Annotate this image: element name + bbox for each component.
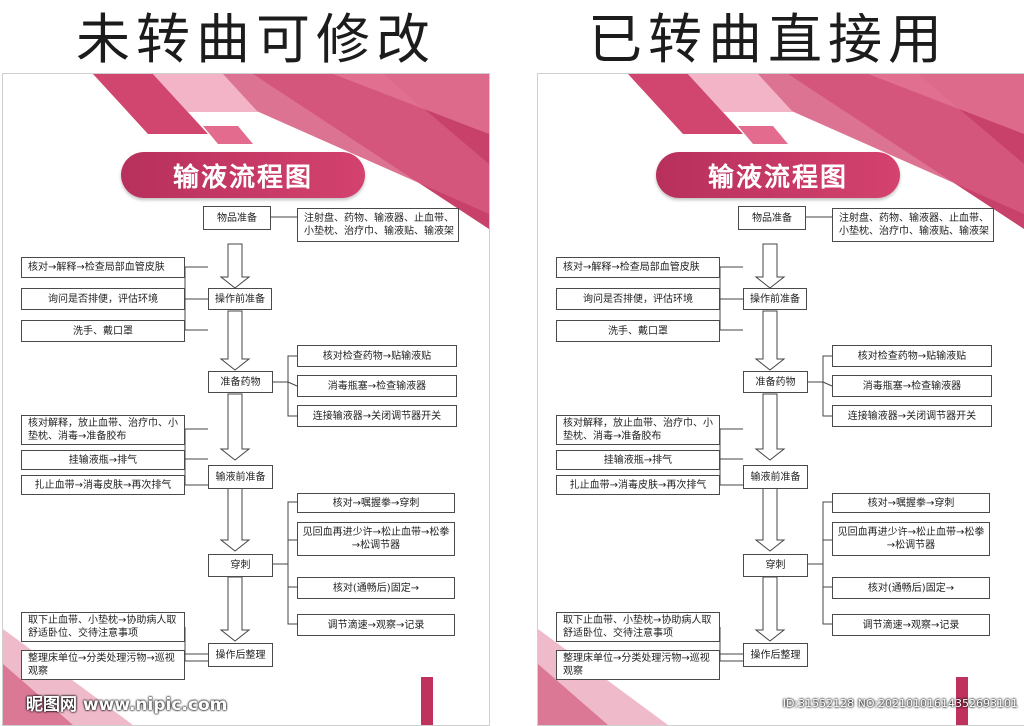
drug-detail-1: 核对检查药物→贴输液贴 (297, 345, 457, 367)
puncture-detail-2: 见回血再进少许→松止血带→松拳→松调节器 (832, 522, 990, 556)
pre-op-detail-2: 询问是否排便，评估环境 (21, 288, 185, 310)
post-detail-2: 整理床单位→分类处理污物→巡视观察 (556, 650, 720, 680)
pre-op-detail-2: 询问是否排便，评估环境 (556, 288, 720, 310)
pre-infusion-detail-1: 核对解释，放止血带、治疗巾、小垫枕、消毒→准备胶布 (21, 415, 185, 445)
decor-background (3, 74, 489, 725)
flow-connectors (719, 216, 833, 662)
drug-detail-2: 消毒瓶塞→检查输液器 (832, 375, 992, 397)
puncture-detail-1: 核对→嘱握拳→穿刺 (297, 493, 455, 513)
watermark-right: ID:31552128 NO:20210101614352693101 (782, 697, 1018, 710)
drug-detail-1: 核对检查药物→贴输液贴 (832, 345, 992, 367)
flowchart-title: 输液流程图 (656, 152, 900, 198)
pre-op-detail-1: 核对→解释→检查局部血管皮肤 (21, 257, 185, 278)
post-detail-2: 整理床单位→分类处理污物→巡视观察 (21, 650, 185, 680)
pre-infusion-detail-2: 挂输液瓶→排气 (21, 450, 185, 470)
flowchart-panel-right: 输液流程图 (537, 73, 1024, 726)
step-post: 操作后整理 (208, 643, 273, 667)
header-left: 未转曲可修改 (76, 7, 436, 71)
step-item-prep: 物品准备 (203, 206, 271, 230)
step-item-prep: 物品准备 (738, 206, 806, 230)
step-drug: 准备药物 (208, 371, 273, 393)
pre-op-detail-3: 洗手、戴口罩 (21, 320, 185, 342)
drug-detail-3: 连接输液器→关闭调节器开关 (297, 405, 457, 427)
flowchart-title: 输液流程图 (121, 152, 365, 198)
step-post: 操作后整理 (743, 643, 808, 667)
pre-infusion-detail-1: 核对解释，放止血带、治疗巾、小垫枕、消毒→准备胶布 (556, 415, 720, 445)
step-puncture: 穿刺 (743, 554, 808, 577)
accent-bar (421, 677, 433, 725)
item-list-prep: 注射盘、药物、输液器、止血带、小垫枕、治疗巾、输液贴、输液架 (297, 208, 459, 242)
puncture-detail-4: 调节滴速→观察→记录 (832, 614, 990, 636)
item-list-prep: 注射盘、药物、输液器、止血带、小垫枕、治疗巾、输液贴、输液架 (832, 208, 994, 242)
puncture-detail-1: 核对→嘱握拳→穿刺 (832, 493, 990, 513)
pre-op-detail-1: 核对→解释→检查局部血管皮肤 (556, 257, 720, 278)
puncture-detail-4: 调节滴速→观察→记录 (297, 614, 455, 636)
puncture-detail-3: 核对(通畅后)固定→ (832, 577, 990, 599)
pre-infusion-detail-2: 挂输液瓶→排气 (556, 450, 720, 470)
puncture-detail-2: 见回血再进少许→松止血带→松拳→松调节器 (297, 522, 455, 556)
post-detail-1: 取下止血带、小垫枕→协助病人取舒适卧位、交待注意事项 (556, 612, 720, 642)
watermark-left: 昵图网 www.nipic.com (26, 695, 228, 715)
puncture-detail-3: 核对(通畅后)固定→ (297, 577, 455, 599)
flow-connectors (184, 216, 298, 662)
pre-infusion-detail-3: 扎止血带→消毒皮肤→再次排气 (556, 475, 720, 495)
step-pre-op: 操作前准备 (743, 288, 807, 310)
step-puncture: 穿刺 (208, 554, 273, 577)
step-pre-infusion: 输液前准备 (208, 465, 273, 489)
post-detail-1: 取下止血带、小垫枕→协助病人取舒适卧位、交待注意事项 (21, 612, 185, 642)
accent-bar (956, 677, 968, 725)
drug-detail-2: 消毒瓶塞→检查输液器 (297, 375, 457, 397)
drug-detail-3: 连接输液器→关闭调节器开关 (832, 405, 992, 427)
step-pre-op: 操作前准备 (208, 288, 272, 310)
step-pre-infusion: 输液前准备 (743, 465, 808, 489)
step-drug: 准备药物 (743, 371, 808, 393)
pre-infusion-detail-3: 扎止血带→消毒皮肤→再次排气 (21, 475, 185, 495)
pre-op-detail-3: 洗手、戴口罩 (556, 320, 720, 342)
flowchart-panel-left: 输液流程图 (2, 73, 490, 726)
header-right: 已转曲直接用 (588, 7, 948, 71)
